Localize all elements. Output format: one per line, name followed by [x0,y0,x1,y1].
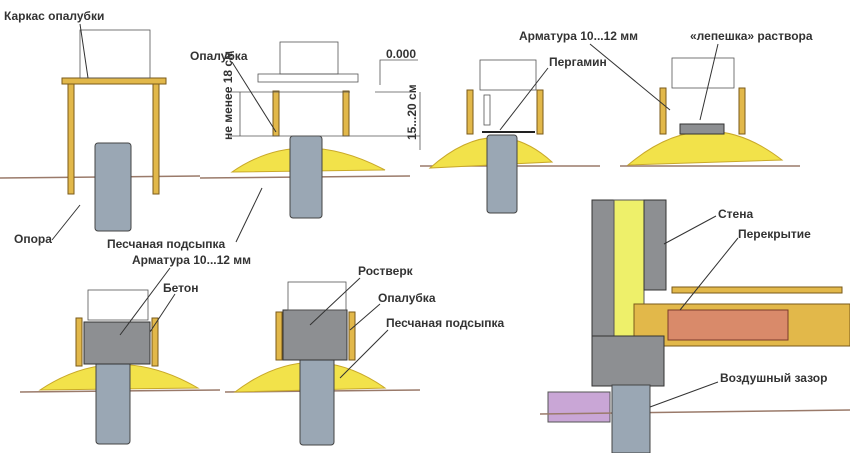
label-support: Опора [14,232,52,246]
stage-2-formwork [199,41,421,219]
label-depth-range: 15...20 см [405,84,419,140]
stage-5-concrete [19,289,221,445]
label-level-zero: 0.000 [386,47,416,61]
label-frame-formwork: Каркас опалубки [4,9,104,23]
label-air-gap: Воздушный зазор [720,371,827,385]
stage-6-grillage [224,281,421,446]
label-sand-bed-1: Песчаная подсыпка [107,237,225,251]
stage-1-frame-and-pile [0,29,201,232]
label-floor: Перекрытие [738,227,811,241]
stage-3-pergamin [420,59,600,214]
label-pergamin: Пергамин [549,55,607,69]
label-rebar-top: Арматура 10...12 мм [519,29,638,43]
label-formwork-1: Опалубка [190,49,248,63]
stage-4-mortar-pad [620,57,800,167]
label-rebar-bottom: Арматура 10...12 мм [132,253,251,267]
label-min-height: не менее 18 см [221,51,235,140]
label-sand-bed-2: Песчаная подсыпка [386,316,504,330]
label-formwork-2: Опалубка [378,291,436,305]
label-wall: Стена [718,207,753,221]
stage-7-wall-section [539,199,850,453]
label-mortar-pad: «лепешка» раствора [690,29,813,43]
leader-lines [51,23,739,408]
label-grillage: Ростверк [358,264,414,278]
label-concrete: Бетон [163,281,198,295]
